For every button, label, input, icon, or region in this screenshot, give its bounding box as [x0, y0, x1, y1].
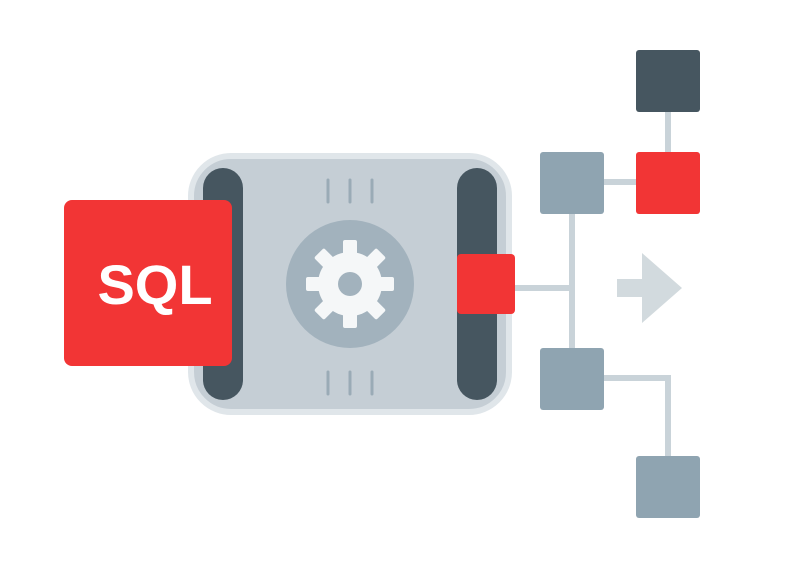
engine-vents-bottom — [326, 370, 374, 396]
engine-output-plug — [457, 254, 515, 314]
tree-node-bottom-leaf — [636, 456, 700, 518]
engine-block — [188, 153, 512, 415]
tree-node-root-bottom — [540, 348, 604, 410]
engine-vents-top — [326, 178, 374, 204]
sql-card: SQL — [64, 200, 232, 366]
tree-node-highlight — [636, 152, 700, 214]
arrow-right-icon — [617, 253, 682, 323]
tree-node-root-top — [540, 152, 604, 214]
tree-connectors — [512, 110, 671, 458]
sql-label: SQL — [97, 253, 212, 316]
gear-icon — [306, 240, 394, 328]
tree-node-top-dark — [636, 50, 700, 112]
